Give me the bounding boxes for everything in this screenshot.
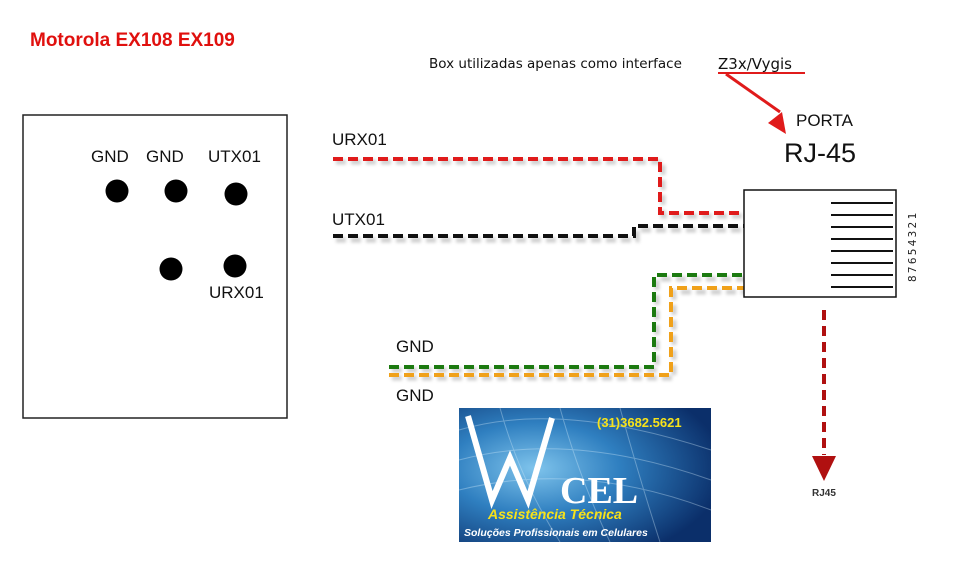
logo-brand: CEL [560,470,638,512]
pad-label-gnd-2: GND [146,147,184,166]
down-arrow-head [812,456,836,481]
pad-urx01 [223,254,247,278]
wire-gnd-green [389,273,828,369]
pad-label-utx01: UTX01 [208,147,261,166]
pointer-arrow [725,72,781,114]
pad-gnd-2 [164,179,188,203]
company-logo: (31)3682.5621 CEL Assistência Técnica So… [458,407,712,543]
pad-label-urx01: URX01 [209,283,264,302]
note-text: Box utilizadas apenas como interface [429,56,682,72]
wire-label-utx01: UTX01 [332,210,385,229]
port-name: RJ-45 [784,138,856,168]
wire-label-gnd-green: GND [396,337,434,356]
down-arrow-label: RJ45 [812,488,836,499]
pad-label-gnd-1: GND [91,147,129,166]
logo-tagline: Assistência Técnica [487,506,622,522]
pad-utx01 [224,182,248,206]
wire-utx01 [333,224,828,238]
logo-phone: (31)3682.5621 [597,415,682,430]
diagram-title: Motorola EX108 EX109 [30,30,235,51]
wire-label-gnd-orange: GND [396,386,434,405]
port-label: PORTA [796,111,854,130]
pointer-arrow-head [768,112,786,134]
rj45-connector [743,189,897,298]
wire-gnd-orange [389,286,828,377]
pad-gnd-1 [105,179,129,203]
logo-subline: Soluções Profissionais em Celulares [464,527,648,539]
rj45-pins [831,202,893,288]
note-brand: Z3x/Vygis [718,55,792,73]
pin-numbers: 87654321 [906,211,919,282]
logo-w-mark [465,415,555,509]
wire-label-urx01: URX01 [332,130,387,149]
pad-unlabeled [159,257,183,281]
